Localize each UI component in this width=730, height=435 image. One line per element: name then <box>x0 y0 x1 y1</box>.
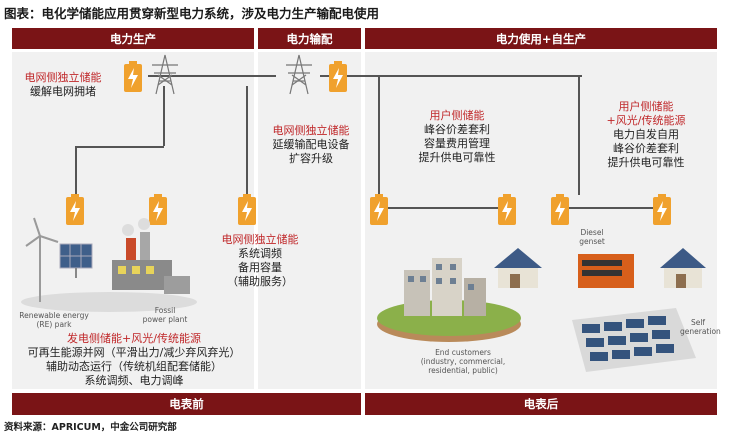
source-note: 资料来源：APRICUM，中金公司研究部 <box>4 422 177 433</box>
block-line: 提升供电可靠性 <box>607 156 685 169</box>
block-line: 可再生能源并网（平滑出力/减少弃风弃光） <box>27 346 241 359</box>
header-power-usage: 电力使用+自生产 <box>365 28 717 49</box>
header-gen-label: 电力生产 <box>110 31 156 46</box>
end-customers-illustration <box>377 248 542 342</box>
header-use-label: 电力使用+自生产 <box>495 31 587 46</box>
house-icon <box>494 248 542 288</box>
block-grid-left: 电网侧独立储能 缓解电网拥堵 <box>13 71 113 99</box>
battery-icon <box>124 61 142 92</box>
block-title: 电网侧独立储能 <box>272 124 350 137</box>
wire-trans-down <box>246 86 248 196</box>
battery-icon <box>498 194 516 225</box>
power-plant-icon <box>112 218 190 294</box>
block-line: 备用容量 <box>238 261 282 274</box>
fossil-caption: Fossil power plant <box>125 306 205 324</box>
caption-line: (industry, commercial, <box>420 357 506 366</box>
header-trans-label: 电力输配 <box>286 31 333 46</box>
block-line: 系统调频 <box>238 247 282 260</box>
block-title: 发电侧储能+风光/传统能源 <box>67 332 201 345</box>
header-power-transmission: 电力输配 <box>258 28 361 49</box>
end-customers-caption: End customers (industry, commercial, res… <box>408 348 518 375</box>
wire-gen-vertical <box>163 86 165 146</box>
page-title: 图表：电化学储能应用贯穿新型电力系统，涉及电力生产输配电使用 <box>4 6 380 21</box>
battery-icon <box>66 194 84 225</box>
block-line: 扩容升级 <box>289 152 333 165</box>
block-line: 提升供电可靠性 <box>418 151 496 164</box>
wire-mid-horizontal <box>378 207 500 209</box>
footer-behind-label: 电表后 <box>523 397 559 411</box>
block-title: 电网侧独立储能 <box>221 233 299 246</box>
battery-icon <box>149 194 167 225</box>
battery-icon <box>551 194 569 225</box>
block-grid-trans: 电网侧独立储能 延缓输配电设备 扩容升级 <box>256 124 366 166</box>
caption-line: power plant <box>142 315 188 324</box>
wire-user-mid <box>378 75 380 195</box>
block-title: 用户侧储能 <box>618 100 674 113</box>
block-title-2: +风光/传统能源 <box>606 114 686 127</box>
diesel-genset-icon <box>578 254 634 288</box>
caption-line: Fossil <box>154 306 176 315</box>
block-line: 系统调频、电力调峰 <box>84 374 184 387</box>
caption-line: Diesel <box>580 228 604 237</box>
block-title: 电网侧独立储能 <box>24 71 102 84</box>
battery-icon <box>238 194 256 225</box>
solar-farm-icon <box>572 308 696 372</box>
block-line: 峰谷价差套利 <box>613 142 679 155</box>
wire-top-right <box>320 75 582 77</box>
block-line: 峰谷价差套利 <box>424 123 490 136</box>
battery-icon <box>329 61 347 92</box>
wire-right-horizontal <box>560 207 670 209</box>
block-user-right: 用户侧储能 +风光/传统能源 电力自发自用 峰谷价差套利 提升供电可靠性 <box>586 100 706 170</box>
transmission-tower-icon <box>152 54 178 95</box>
block-title: 用户侧储能 <box>429 109 485 122</box>
house-icon <box>660 248 706 288</box>
battery-icon <box>370 194 388 225</box>
block-line: 辅助动态运行（传统机组配套储能） <box>46 360 222 373</box>
self-gen-caption: Self generation <box>680 318 721 336</box>
generation-illustration <box>21 217 197 312</box>
block-line: （辅助服务） <box>227 275 293 288</box>
caption-line: genset <box>579 237 605 246</box>
solar-panel-icon <box>59 243 93 278</box>
caption-line: (RE) park <box>36 320 72 329</box>
caption-line: generation <box>680 327 721 336</box>
block-line: 延缓输配电设备 <box>272 138 350 151</box>
caption-line: Self <box>690 318 706 327</box>
block-line: 电力自发自用 <box>613 128 679 141</box>
panel-transmission <box>258 52 361 389</box>
transmission-tower-icon <box>286 54 312 95</box>
footer-front-label: 电表前 <box>169 397 204 411</box>
wire-gen-horizontal <box>75 146 164 148</box>
re-park-caption: Renewable energy (RE) park <box>14 311 94 329</box>
caption-line: End customers <box>435 348 491 357</box>
diesel-caption: Diesel genset <box>572 228 612 246</box>
footer-front-of-meter: 电表前 <box>12 393 361 415</box>
block-grid-service: 电网侧独立储能 系统调频 备用容量 （辅助服务） <box>205 233 315 289</box>
header-power-generation: 电力生产 <box>12 28 254 49</box>
caption-line: Renewable energy <box>19 311 89 320</box>
wire-top <box>148 75 276 77</box>
panel-generation <box>12 52 254 389</box>
block-user-mid: 用户侧储能 峰谷价差套利 容量费用管理 提升供电可靠性 <box>397 109 517 165</box>
wire-gen-left <box>75 146 77 194</box>
wind-turbine-icon <box>25 217 59 302</box>
footer-behind-meter: 电表后 <box>365 393 717 415</box>
block-gen-side: 发电侧储能+风光/传统能源 可再生能源并网（平滑出力/减少弃风弃光） 辅助动态运… <box>14 332 254 388</box>
wire-user-right <box>578 75 580 195</box>
self-generation-illustration <box>572 248 706 372</box>
block-line: 缓解电网拥堵 <box>30 85 96 98</box>
caption-line: residential, public) <box>428 366 498 375</box>
battery-icon <box>653 194 671 225</box>
block-line: 容量费用管理 <box>424 137 490 150</box>
